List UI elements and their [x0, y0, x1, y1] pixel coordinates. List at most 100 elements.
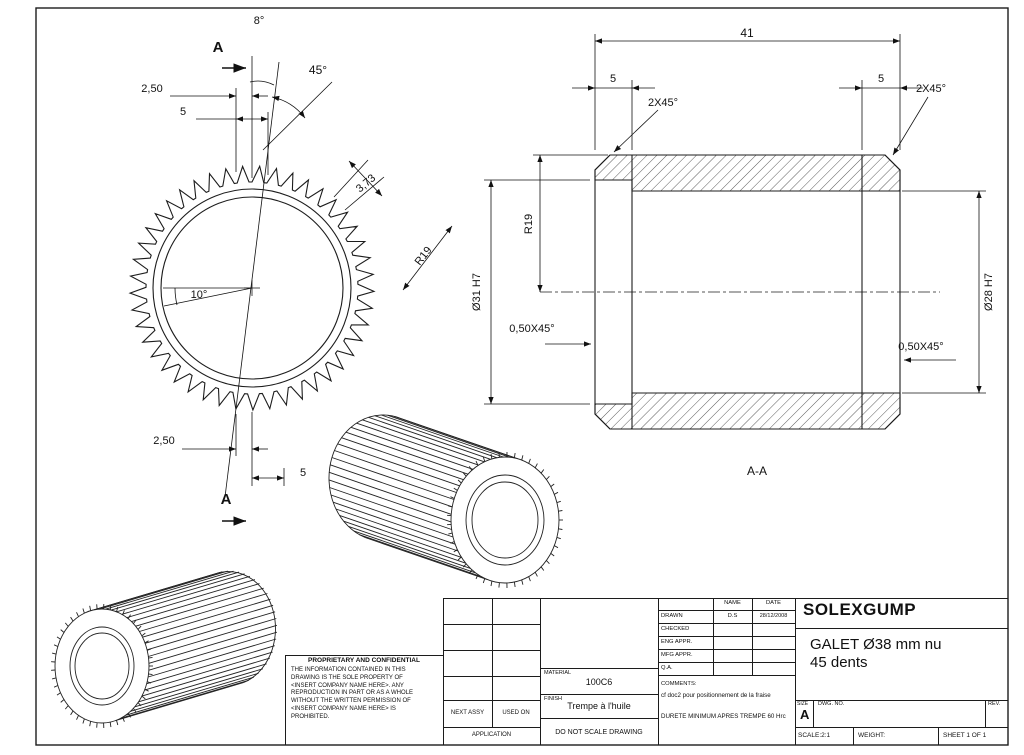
dim-label-2x45-left: 2X45° — [648, 97, 678, 109]
title-block-grid-line — [985, 700, 986, 727]
iso-view-center-element — [462, 472, 467, 477]
title-block-grid-line — [658, 623, 795, 624]
iso-view-center-element — [534, 571, 538, 577]
iso-view-center-element — [528, 458, 531, 464]
iso-view-bottom-left-element — [130, 672, 259, 712]
iso-view-center-element — [453, 549, 458, 553]
title-block-grid-line — [713, 598, 714, 675]
iso-view-bottom-left-element — [89, 721, 92, 727]
iso-view-bottom-left-element — [122, 610, 125, 615]
iso-view-bottom-left-element — [148, 673, 153, 676]
title-block-grid-line — [443, 676, 540, 677]
iso-view-center-element — [348, 525, 471, 569]
iso-view-center-bore-inner — [471, 481, 539, 559]
dim-label-5-top: 5 — [180, 106, 186, 118]
angle-8-arc — [249, 80, 275, 86]
iso-view-center-element — [457, 556, 462, 561]
iso-view-bottom-left-element — [51, 677, 57, 680]
iso-view-center-element — [387, 414, 510, 458]
iso-view-bottom-left-element — [70, 616, 74, 622]
iso-view-bottom-left-element — [134, 668, 263, 708]
iso-view-center-element — [345, 431, 469, 475]
title-block-grid-line — [813, 700, 814, 727]
iso-view-bottom-left-element — [142, 598, 271, 638]
title-block-grid-line — [658, 610, 795, 611]
iso-view-center-element — [448, 505, 453, 508]
angle-10-arc — [174, 287, 178, 306]
iso-view-bottom-left-element — [147, 648, 152, 651]
drawing-title-line2: 45 dents — [810, 654, 868, 671]
iso-view-center-element — [374, 415, 497, 459]
iso-view-center-element — [450, 541, 455, 544]
dim-label-050x45-left: 0,50X45° — [509, 323, 554, 335]
iso-view-center-element — [448, 532, 453, 535]
title-block-grid-line — [540, 598, 541, 745]
hatched-teeth-band-top — [594, 154, 901, 192]
section-view-title: A-A — [747, 464, 767, 478]
next-assy-label: NEXT ASSY — [450, 710, 485, 716]
title-block-grid-line — [795, 598, 796, 745]
iso-view-bottom-left-element — [127, 614, 131, 619]
bore-circle-outer — [152, 188, 352, 388]
iso-view-bottom-left-front-face — [54, 608, 150, 724]
iso-view-center-element — [521, 455, 524, 461]
title-block-grid-line — [443, 598, 1008, 599]
iso-view-center-element — [550, 553, 555, 557]
iso-view-bottom-left-element — [53, 685, 58, 688]
iso-view-center-element — [462, 563, 467, 568]
dim-label-8deg: 8° — [254, 15, 265, 27]
iso-view-bottom-left-element — [70, 710, 74, 716]
iso-view-center-element — [337, 443, 460, 487]
iso-view-center-element — [381, 414, 504, 458]
row-label-mfg-appr: MFG APPR. — [661, 652, 693, 658]
iso-view-center-element — [343, 520, 466, 564]
iso-view-center-element — [330, 494, 454, 538]
section-view-dimensions — [484, 34, 986, 405]
isometric-views — [51, 414, 563, 729]
iso-view-center-element — [341, 437, 464, 481]
iso-view-bottom-left-element — [115, 682, 244, 722]
size-label: SIZE — [797, 701, 809, 707]
iso-view-center-element — [468, 466, 473, 471]
title-block-grid-line — [795, 727, 1008, 728]
iso-view-bottom-left-element — [133, 619, 137, 624]
iso-view-bottom-left-element — [126, 579, 256, 619]
iso-view-center-element — [490, 453, 493, 459]
title-block-grid-line — [285, 655, 443, 656]
section-label-a-top: A — [213, 39, 224, 56]
iso-view-bottom-left-element — [144, 651, 273, 691]
sheet-border — [35, 7, 1009, 746]
iso-view-center-element — [339, 514, 462, 558]
iso-view-center-element — [528, 576, 531, 582]
rev-label: REV. — [988, 701, 1001, 707]
iso-view-bottom-left-element — [116, 606, 119, 612]
iso-view-bottom-left-element — [147, 638, 277, 678]
leader-2x45-right — [892, 96, 929, 156]
row-label-eng-appr: ENG APPR. — [661, 639, 693, 645]
iso-view-center-element — [556, 500, 561, 504]
iso-view-bottom-left-element — [144, 640, 149, 644]
iso-view-bottom-left-element — [122, 717, 125, 722]
iso-view-bottom-left-element — [116, 720, 119, 726]
iso-view-bottom-left-element — [99, 570, 228, 610]
drawn-date: 28/12/2008 — [759, 613, 788, 619]
dim-label-5-right: 5 — [878, 73, 884, 85]
iso-view-center-element — [334, 450, 457, 493]
row-label-checked: CHECKED — [661, 626, 690, 632]
iso-view-center-element — [359, 534, 482, 578]
dim-label-45deg: 45° — [309, 63, 327, 77]
iso-view-bottom-left-element — [109, 604, 112, 610]
iso-view-bottom-left-element — [141, 632, 146, 637]
dim-label-r19-section: R19 — [523, 214, 535, 234]
section-label-a-bottom: A — [221, 491, 232, 508]
iso-view-bottom-left — [51, 570, 278, 729]
title-block-grid-line — [443, 700, 540, 701]
iso-view-bottom-left-bore-outer — [69, 626, 135, 706]
iso-view-center-element — [475, 574, 479, 580]
dim-label-5-bottom: 5 — [300, 467, 306, 479]
iso-view-center-element — [329, 471, 452, 515]
dwg-no-label: DWG. NO. — [818, 701, 845, 707]
iso-view-center-element — [558, 510, 563, 512]
iso-view-center-element — [453, 487, 458, 491]
